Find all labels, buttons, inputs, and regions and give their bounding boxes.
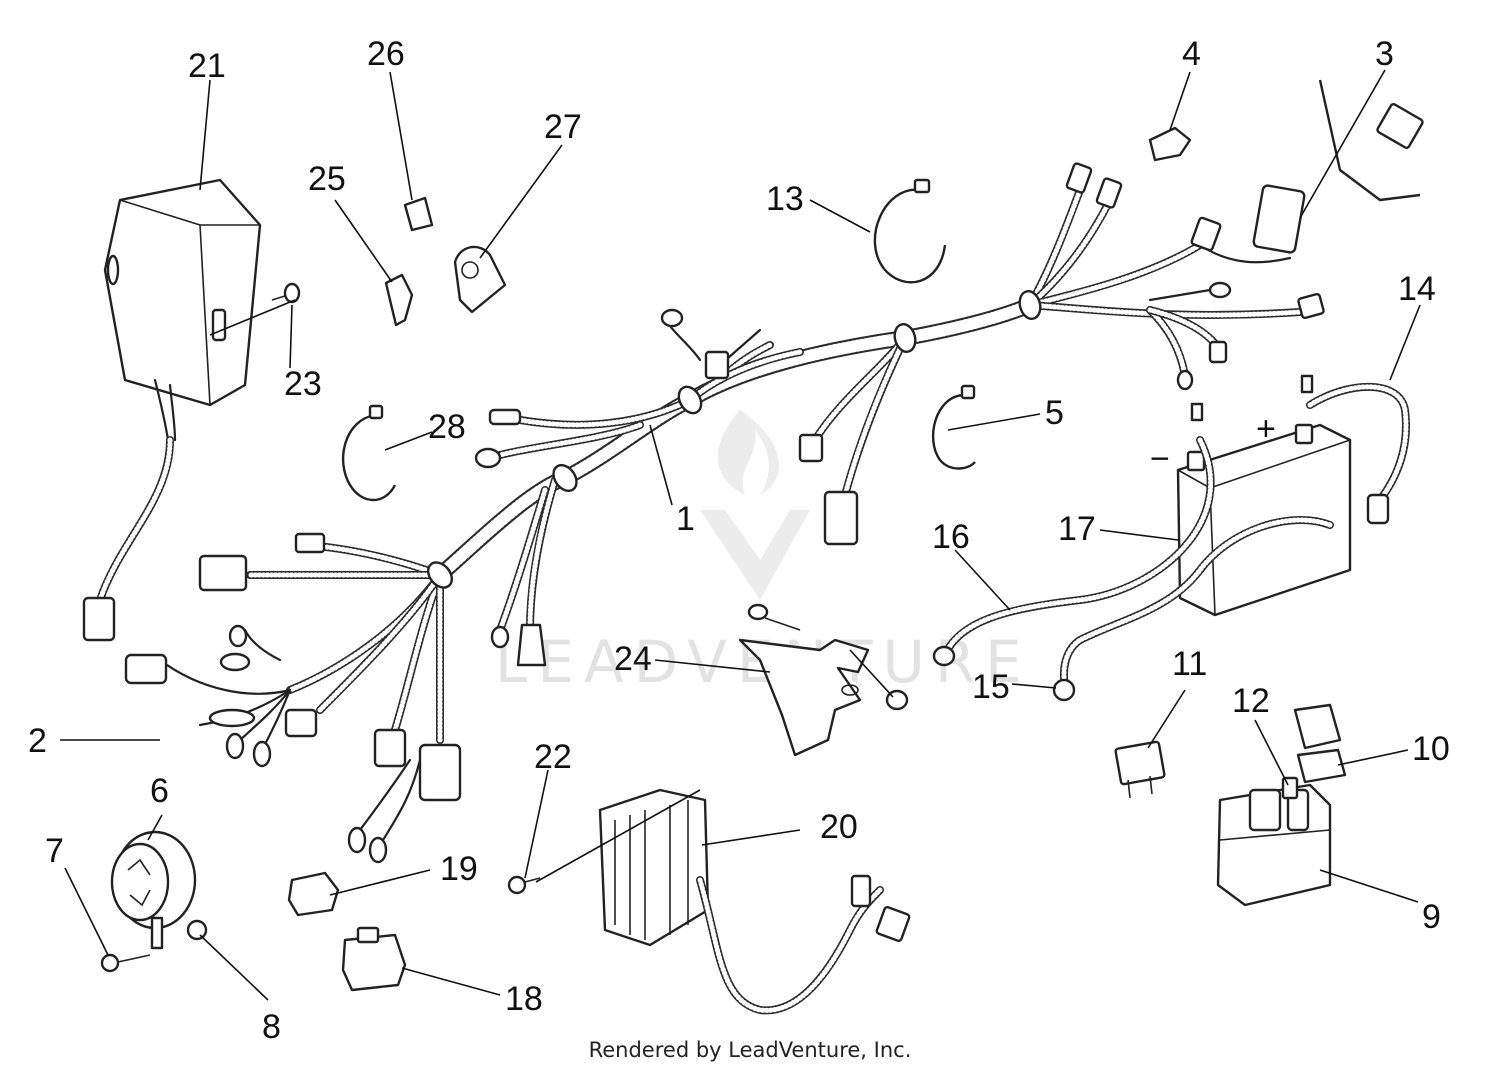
- callout-25: 25: [308, 160, 346, 198]
- callout-13: 13: [766, 180, 804, 218]
- battery-cable-14: [1306, 382, 1410, 525]
- callout-19: 19: [440, 850, 478, 888]
- clip-25: [384, 273, 414, 327]
- callout-8: 8: [262, 1008, 281, 1046]
- clamp-13: [873, 178, 947, 284]
- clamp-28: [342, 404, 397, 502]
- callout-12: 12: [1232, 682, 1270, 720]
- main-wiring-harness: [124, 162, 1325, 864]
- callout-16: 16: [932, 518, 970, 556]
- battery-cable-15: [1052, 516, 1334, 702]
- callout-3: 3: [1375, 35, 1394, 73]
- callout-10: 10: [1412, 730, 1450, 768]
- battery-17: − +: [1150, 374, 1352, 617]
- callout-5: 5: [1045, 394, 1064, 432]
- grommet-4: [1148, 126, 1192, 162]
- callout-21: 21: [188, 47, 226, 85]
- callout-6: 6: [150, 772, 169, 810]
- callout-labels: 1 2 3 4 5 6 7 8 9 10 11 12 13 14 15 16 1…: [28, 35, 1450, 1046]
- callout-2: 2: [28, 722, 47, 760]
- cap-19: [287, 871, 340, 917]
- fuse-3: [1252, 79, 1424, 254]
- render-credit: Rendered by LeadVenture, Inc.: [588, 1038, 912, 1062]
- horn-6: [110, 830, 197, 950]
- regulator-20: [598, 788, 911, 1015]
- callout-15: 15: [972, 668, 1010, 706]
- callout-11: 11: [1172, 645, 1207, 683]
- callout-18: 18: [505, 980, 543, 1018]
- relay-18: [341, 926, 407, 992]
- nut-8: [186, 919, 208, 941]
- callout-23: 23: [284, 365, 322, 403]
- callout-24: 24: [614, 640, 652, 678]
- callout-20: 20: [820, 808, 858, 846]
- starter-relay-9: [1216, 783, 1332, 907]
- cdi-unit: [82, 178, 262, 642]
- callout-26: 26: [367, 35, 405, 73]
- callout-1: 1: [676, 500, 695, 538]
- battery-cable-16: [932, 436, 1215, 667]
- screw-22: [507, 875, 541, 895]
- screw-23: [271, 282, 301, 304]
- leadventure-watermark: LEADVENTURE: [495, 410, 1032, 696]
- fuse-cap-10: [1293, 703, 1347, 784]
- callout-17: 17: [1058, 510, 1096, 548]
- bolt-7: [100, 953, 151, 973]
- callout-14: 14: [1398, 270, 1436, 308]
- battery-minus-sign: −: [1150, 440, 1170, 478]
- clip-27: [453, 245, 507, 314]
- fuse-11: [1114, 740, 1166, 799]
- clamp-5: [932, 384, 976, 470]
- bracket-24: [738, 603, 909, 757]
- callout-9: 9: [1422, 898, 1441, 936]
- callout-28: 28: [428, 408, 466, 446]
- callout-22: 22: [534, 738, 572, 776]
- leader-lines: [60, 69, 1421, 1001]
- callout-4: 4: [1182, 35, 1201, 73]
- battery-plus-sign: +: [1256, 410, 1276, 448]
- watermark-text: LEADVENTURE: [495, 628, 1032, 696]
- callout-27: 27: [544, 108, 582, 146]
- callout-7: 7: [45, 832, 64, 870]
- clip-26: [403, 196, 434, 232]
